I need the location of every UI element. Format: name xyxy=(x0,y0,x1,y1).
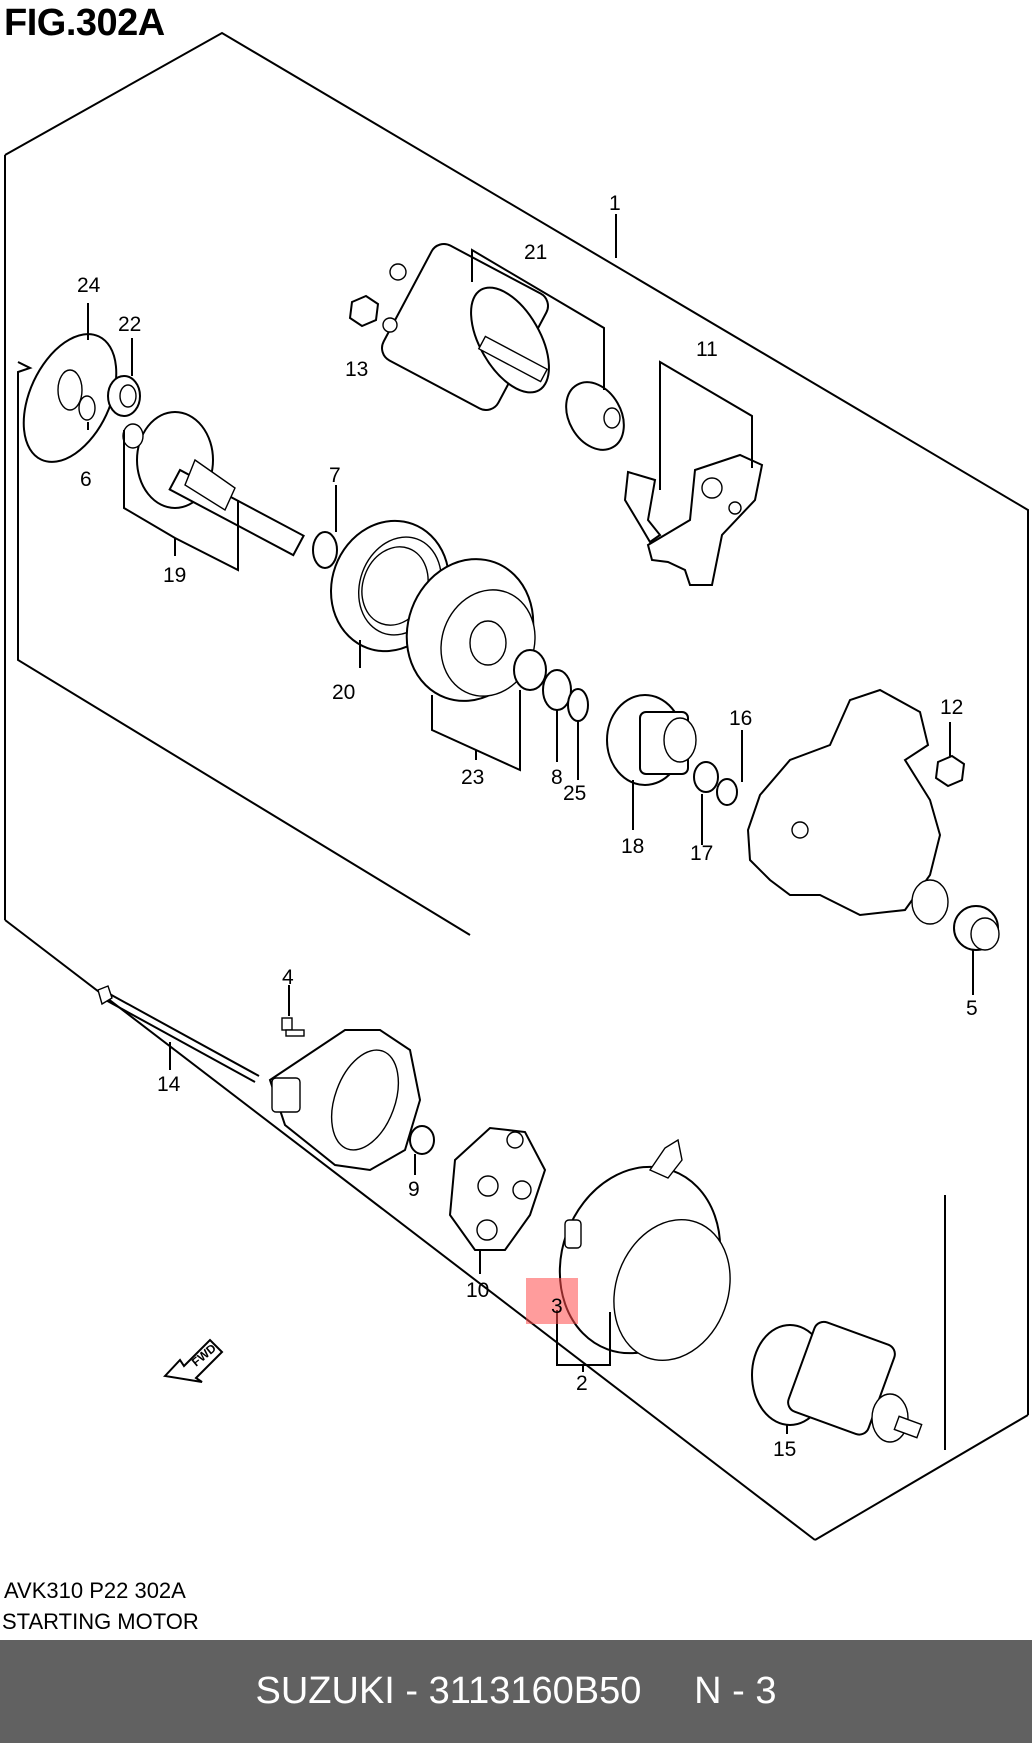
footer-part-info: SUZUKI - 3113160B50 N - 3 xyxy=(255,1670,777,1712)
inner-group-outline xyxy=(17,361,471,936)
snap-ring-25-part xyxy=(567,688,589,722)
plate-24-part xyxy=(22,333,118,463)
figure-code: AVK310 P22 302A xyxy=(4,1578,186,1603)
bushing-9-part xyxy=(409,1125,435,1155)
callout-25: 25 xyxy=(563,782,586,805)
callout-24: 24 xyxy=(77,274,101,297)
bearing-22-part xyxy=(107,375,141,417)
callout-12: 12 xyxy=(940,696,963,719)
lever-part xyxy=(623,453,764,586)
callout-16: 16 xyxy=(729,707,752,730)
overrunning-clutch-part xyxy=(606,694,697,786)
front-housing-part xyxy=(746,688,949,925)
highlight-box xyxy=(526,1278,578,1324)
washer-6-part xyxy=(78,395,96,421)
washer-8-part xyxy=(542,669,572,711)
exploded-parts-diagram: FWD 1 2 3 4 5 6 7 8 9 10 xyxy=(4,31,1029,1541)
callout-20: 20 xyxy=(332,681,355,704)
callout-22: 22 xyxy=(118,313,141,336)
spacer-part xyxy=(513,649,547,691)
footer-bar: SUZUKI - 3113160B50 N - 3 xyxy=(0,1640,1032,1743)
callout-3: 3 xyxy=(551,1295,563,1318)
callout-10: 10 xyxy=(466,1279,489,1302)
callout-13: 13 xyxy=(345,358,368,381)
screw-4-part xyxy=(281,1017,305,1037)
yoke-part xyxy=(558,1138,731,1362)
armature-part xyxy=(751,1320,923,1443)
callout-11: 11 xyxy=(696,338,718,361)
callout-7: 7 xyxy=(329,464,341,487)
assembly-outline-upper xyxy=(4,31,1029,868)
figure-title: FIG.302A xyxy=(4,2,165,44)
brush-holder-part xyxy=(448,1126,547,1251)
nut-12-part xyxy=(934,754,966,788)
callout-21: 21 xyxy=(524,241,547,264)
callout-1: 1 xyxy=(609,192,621,215)
stop-ring-17-part xyxy=(693,761,719,793)
plunger-cap-part xyxy=(565,381,625,451)
callout-14: 14 xyxy=(157,1073,181,1096)
fwd-arrow-icon: FWD xyxy=(162,1338,224,1383)
assembly-outline-bottom-right xyxy=(814,1414,1029,1541)
callout-4: 4 xyxy=(282,966,294,989)
callout-2: 2 xyxy=(576,1372,588,1395)
callout-15: 15 xyxy=(773,1438,796,1461)
bushing-5-part xyxy=(953,905,1000,951)
assembly-outline-bottom xyxy=(4,919,816,1541)
callout-17: 17 xyxy=(690,842,713,865)
snap-ring-16-part xyxy=(716,778,738,806)
o-ring-7-part xyxy=(312,531,338,569)
internal-gear-part xyxy=(330,519,450,653)
through-bolt-part xyxy=(97,985,260,1083)
callout-23: 23 xyxy=(461,766,484,789)
callout-19: 19 xyxy=(163,564,186,587)
callout-18: 18 xyxy=(621,835,644,858)
solenoid-part xyxy=(381,243,550,411)
pinion-shaft-part xyxy=(122,411,305,557)
callout-8: 8 xyxy=(551,766,563,789)
leader-lines xyxy=(87,214,974,1434)
nut-13-part xyxy=(348,294,380,328)
figure-name: STARTING MOTOR xyxy=(2,1609,199,1634)
callout-6: 6 xyxy=(80,468,92,491)
clutch-housing-part xyxy=(405,558,536,702)
callout-5: 5 xyxy=(966,997,978,1020)
rear-end-frame-part xyxy=(268,1029,422,1172)
callout-9: 9 xyxy=(408,1178,420,1201)
